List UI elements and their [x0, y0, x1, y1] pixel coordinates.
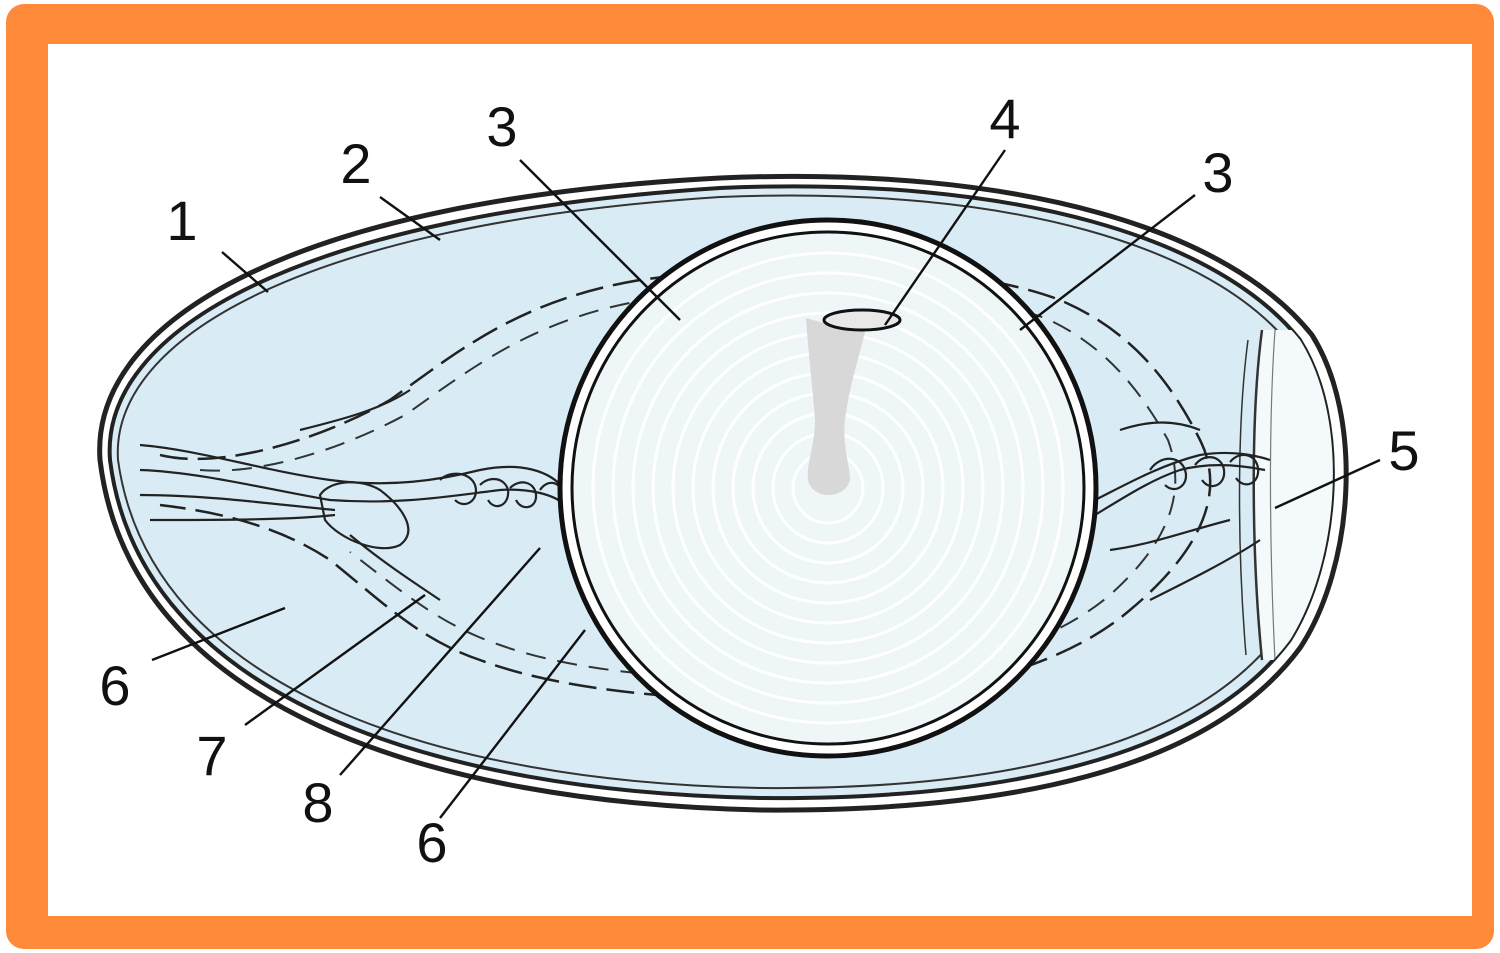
label-4-blastodisc: 4	[989, 87, 1020, 150]
label-2-shell-membrane: 2	[340, 132, 371, 195]
label-7-chalaza: 7	[196, 724, 227, 787]
label-1-shell: 1	[166, 189, 197, 252]
label-6-left: 6	[99, 654, 130, 717]
label-5-air-cell: 5	[1388, 419, 1419, 482]
label-8: 8	[302, 771, 333, 834]
label-3-left: 3	[486, 95, 517, 158]
label-3-right: 3	[1202, 141, 1233, 204]
label-6-right: 6	[416, 811, 447, 874]
